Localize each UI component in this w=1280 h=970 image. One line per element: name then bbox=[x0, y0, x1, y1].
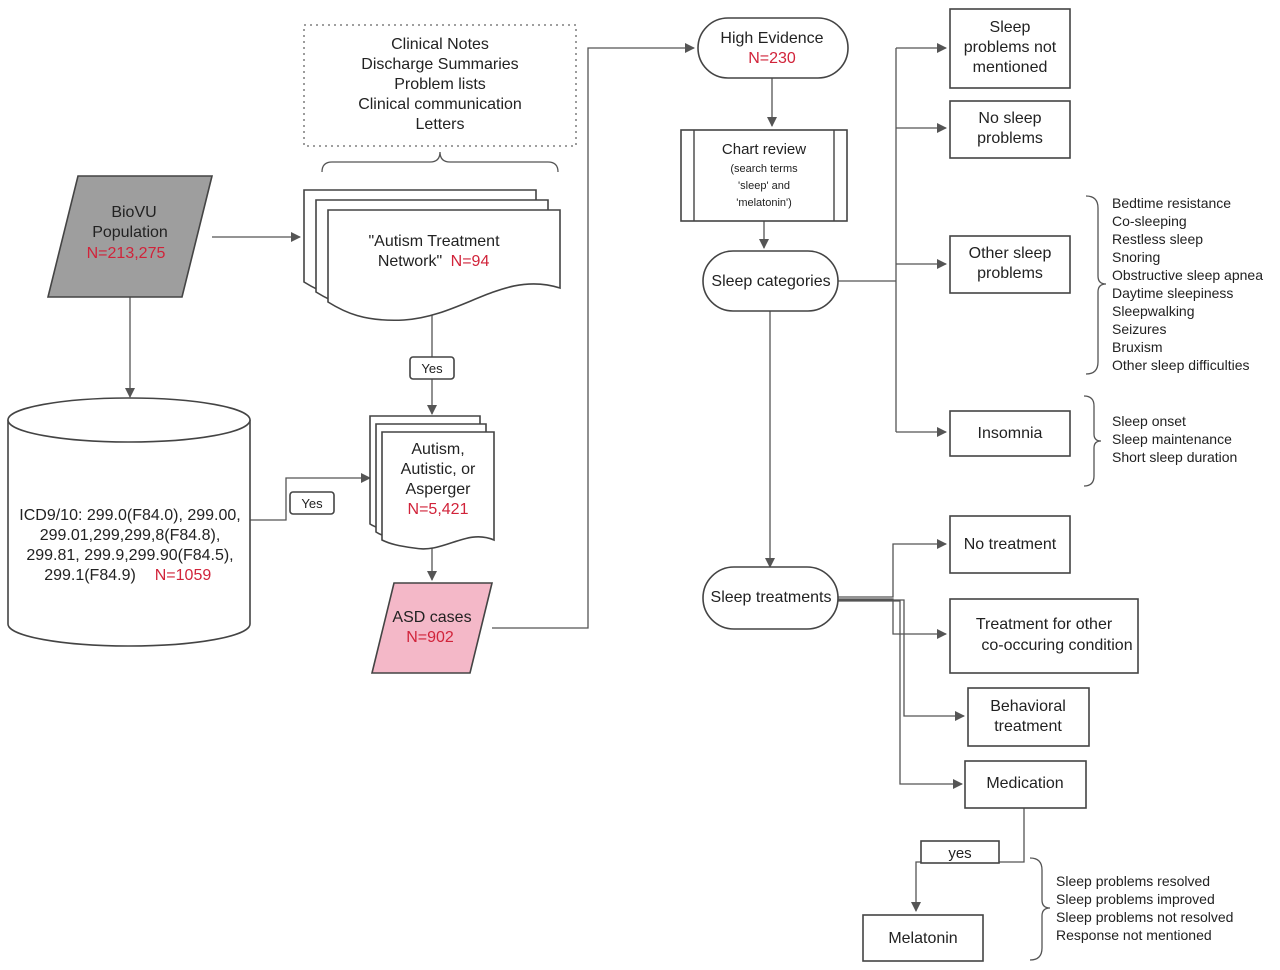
chart-review-title: Chart review bbox=[722, 141, 806, 158]
treatment-none: No treatment bbox=[949, 515, 1071, 574]
svg-text:Sleep maintenance: Sleep maintenance bbox=[1112, 431, 1232, 447]
svg-text:Restless sleep: Restless sleep bbox=[1112, 231, 1203, 247]
sleep-treatments-node: Sleep treatments bbox=[702, 566, 839, 630]
svg-text:Other sleep difficulties: Other sleep difficulties bbox=[1112, 357, 1249, 373]
source-letters: Letters bbox=[416, 116, 465, 133]
chart-review-sub-1: (search terms bbox=[730, 163, 798, 175]
treatment-medication: Medication bbox=[964, 760, 1087, 809]
asd-count: N=902 bbox=[406, 629, 454, 646]
atn-network: Network" bbox=[378, 253, 442, 270]
yes-label-medication: yes bbox=[920, 840, 1000, 864]
svg-text:Seizures: Seizures bbox=[1112, 321, 1166, 337]
svg-text:co-occuring condition: co-occuring condition bbox=[981, 637, 1132, 654]
high-evidence-label: High Evidence bbox=[720, 30, 823, 47]
autism-line-1: Autism, bbox=[411, 441, 464, 458]
svg-text:Other sleep: Other sleep bbox=[969, 245, 1052, 262]
svg-text:No sleep: No sleep bbox=[978, 110, 1041, 127]
svg-text:Sleep onset: Sleep onset bbox=[1112, 413, 1186, 429]
sources-box: Clinical Notes Discharge Summaries Probl… bbox=[303, 24, 577, 147]
melatonin-node: Melatonin bbox=[862, 914, 984, 962]
icd-line-4: 299.1(F84.9) bbox=[44, 567, 136, 584]
svg-text:problems not: problems not bbox=[964, 39, 1057, 56]
sources-brace bbox=[321, 151, 559, 173]
autism-count: N=5,421 bbox=[408, 501, 469, 518]
icd-line-2: 299.01,299,299,8(F84.8), bbox=[40, 527, 221, 544]
chart-review-node: Chart review (search terms 'sleep' and '… bbox=[680, 129, 848, 222]
asd-node: ASD cases N=902 bbox=[370, 582, 494, 674]
svg-text:treatment: treatment bbox=[994, 718, 1062, 735]
connectors bbox=[125, 43, 1025, 912]
autism-line-3: Asperger bbox=[406, 481, 472, 498]
chart-review-sub-2: 'sleep' and bbox=[738, 180, 790, 192]
svg-text:problems: problems bbox=[977, 130, 1043, 147]
svg-text:Behavioral: Behavioral bbox=[990, 698, 1066, 715]
icd-node: ICD9/10: 299.0(F84.0), 299.00, 299.01,29… bbox=[7, 397, 251, 647]
outcome-list-brace bbox=[1029, 857, 1051, 961]
asd-label: ASD cases bbox=[392, 609, 471, 626]
biovu-population: Population bbox=[92, 224, 168, 241]
source-clinical-communication: Clinical communication bbox=[358, 96, 522, 113]
svg-text:mentioned: mentioned bbox=[973, 59, 1048, 76]
source-discharge-summaries: Discharge Summaries bbox=[361, 56, 518, 73]
high-evidence-node: High Evidence N=230 bbox=[697, 17, 849, 79]
svg-text:Sleep problems resolved: Sleep problems resolved bbox=[1056, 873, 1210, 889]
category-insomnia: Insomnia bbox=[949, 410, 1071, 457]
other-list-brace bbox=[1085, 195, 1107, 375]
other-sleep-list: Bedtime resistance Co-sleeping Restless … bbox=[1112, 195, 1263, 373]
treatment-behavioral: Behavioral treatment bbox=[967, 687, 1090, 747]
svg-text:Melatonin: Melatonin bbox=[888, 930, 957, 947]
chart-review-sub-3: 'melatonin') bbox=[736, 197, 792, 209]
atn-node: "Autism Treatment Network" N=94 bbox=[303, 189, 561, 322]
biovu-count: N=213,275 bbox=[87, 245, 166, 262]
high-evidence-count: N=230 bbox=[748, 50, 796, 67]
autism-line-2: Autistic, or bbox=[401, 461, 476, 478]
svg-text:problems: problems bbox=[977, 265, 1043, 282]
autism-node: Autism, Autistic, or Asperger N=5,421 bbox=[369, 415, 495, 550]
insomnia-list-brace bbox=[1083, 395, 1102, 487]
svg-text:Daytime sleepiness: Daytime sleepiness bbox=[1112, 285, 1233, 301]
outcome-list: Sleep problems resolved Sleep problems i… bbox=[1056, 873, 1233, 943]
svg-text:No treatment: No treatment bbox=[964, 536, 1057, 553]
yes-label-atn: Yes bbox=[409, 356, 455, 380]
svg-text:Response not mentioned: Response not mentioned bbox=[1056, 927, 1212, 943]
svg-text:Sleep problems improved: Sleep problems improved bbox=[1056, 891, 1215, 907]
biovu-label: BioVU bbox=[111, 204, 156, 221]
svg-text:Sleep categories: Sleep categories bbox=[711, 273, 830, 290]
svg-text:Sleep: Sleep bbox=[990, 19, 1031, 36]
icd-count: N=1059 bbox=[155, 567, 212, 584]
source-problem-lists: Problem lists bbox=[394, 76, 486, 93]
svg-text:Sleep problems not resolved: Sleep problems not resolved bbox=[1056, 909, 1233, 925]
svg-text:Snoring: Snoring bbox=[1112, 249, 1160, 265]
icd-line-1: ICD9/10: 299.0(F84.0), 299.00, bbox=[19, 507, 240, 524]
biovu-node: BioVU Population N=213,275 bbox=[46, 175, 214, 298]
yes-label-icd: Yes bbox=[289, 491, 335, 515]
svg-text:Medication: Medication bbox=[986, 775, 1063, 792]
insomnia-list: Sleep onset Sleep maintenance Short slee… bbox=[1112, 413, 1237, 465]
svg-text:Bruxism: Bruxism bbox=[1112, 339, 1163, 355]
icd-line-3: 299.81, 299.9,299.90(F84.5), bbox=[26, 547, 233, 564]
sleep-categories-node: Sleep categories bbox=[702, 250, 839, 312]
category-no-sleep-problems: No sleep problems bbox=[949, 100, 1071, 159]
svg-text:Yes: Yes bbox=[421, 361, 443, 376]
source-clinical-notes: Clinical Notes bbox=[391, 36, 489, 53]
svg-text:Sleep treatments: Sleep treatments bbox=[711, 589, 832, 606]
treatment-other-condition: Treatment for other co-occuring conditio… bbox=[949, 598, 1139, 674]
atn-label: "Autism Treatment bbox=[368, 233, 500, 250]
svg-text:Obstructive sleep apnea: Obstructive sleep apnea bbox=[1112, 267, 1263, 283]
category-not-mentioned: Sleep problems not mentioned bbox=[949, 8, 1071, 89]
svg-text:Sleepwalking: Sleepwalking bbox=[1112, 303, 1195, 319]
svg-text:Insomnia: Insomnia bbox=[978, 425, 1043, 442]
svg-text:Bedtime resistance: Bedtime resistance bbox=[1112, 195, 1231, 211]
svg-text:Short sleep duration: Short sleep duration bbox=[1112, 449, 1237, 465]
atn-count: N=94 bbox=[451, 253, 490, 270]
svg-text:Yes: Yes bbox=[301, 496, 323, 511]
svg-text:Co-sleeping: Co-sleeping bbox=[1112, 213, 1187, 229]
svg-text:Treatment for other: Treatment for other bbox=[976, 616, 1113, 633]
category-other-sleep-problems: Other sleep problems bbox=[949, 235, 1071, 294]
svg-text:yes: yes bbox=[948, 845, 971, 862]
